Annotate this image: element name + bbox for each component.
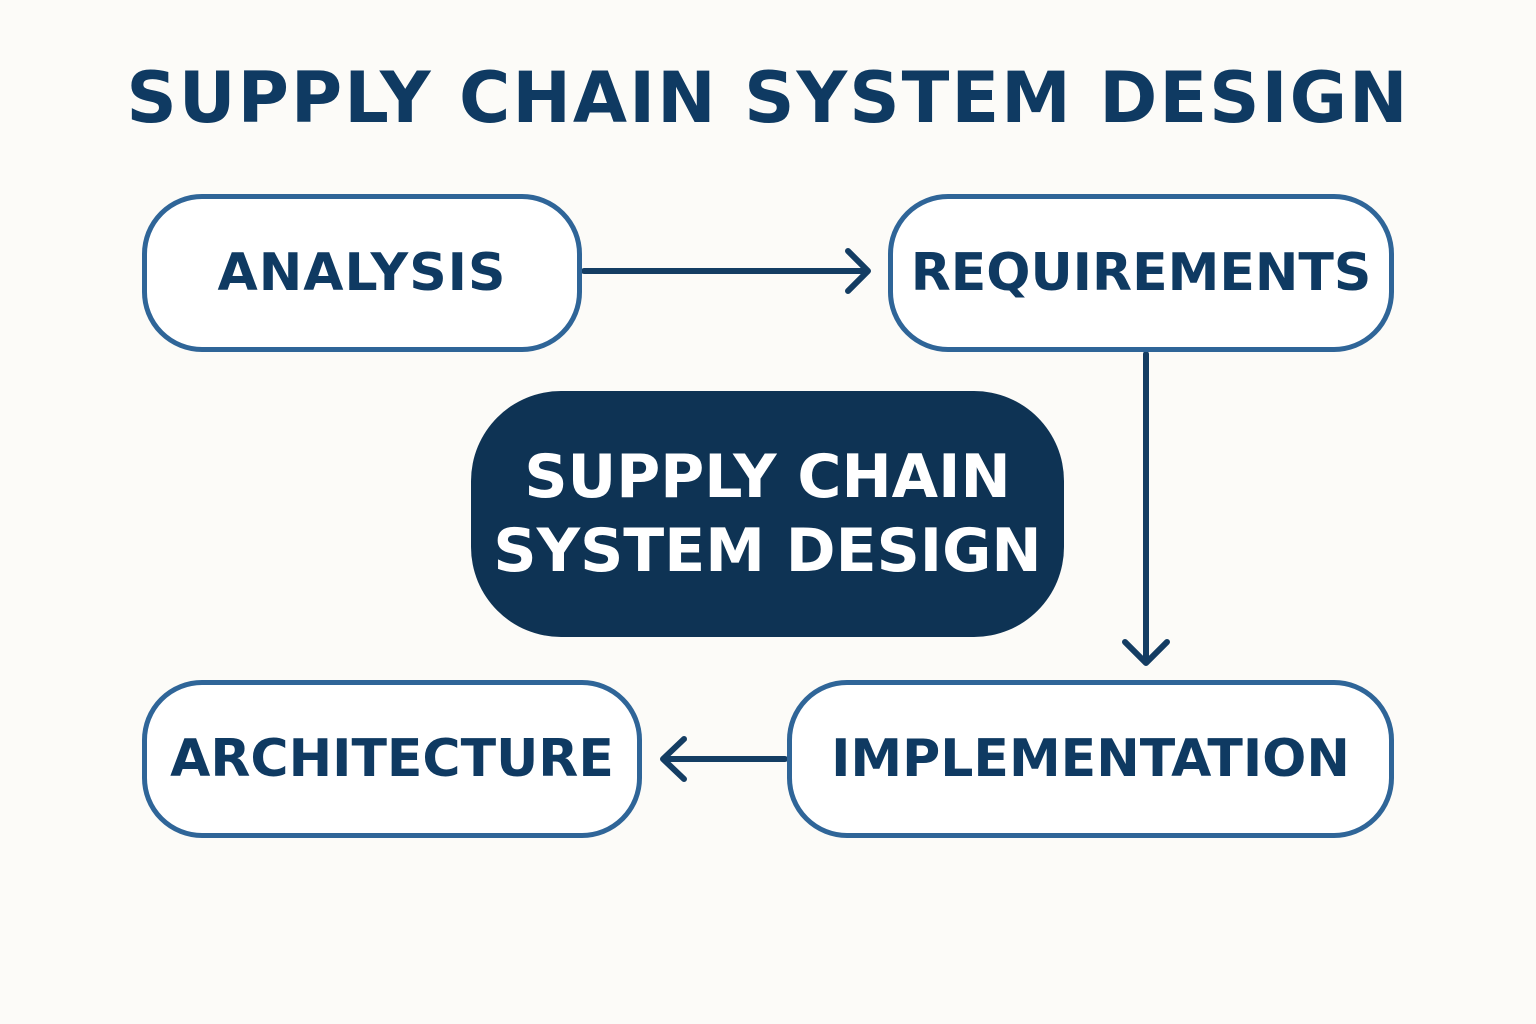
central-hub-line-2: SYSTEM DESIGN [493, 516, 1042, 586]
arrow-implementation-to-architecture [660, 736, 788, 782]
node-requirements: REQUIREMENTS [888, 194, 1394, 352]
node-analysis-label: ANALYSIS [217, 243, 507, 303]
node-implementation-label: IMPLEMENTATION [831, 729, 1350, 789]
central-hub-line-1: SUPPLY CHAIN [524, 442, 1011, 512]
central-hub: SUPPLY CHAIN SYSTEM DESIGN [471, 391, 1064, 637]
arrow-analysis-to-requirements [581, 248, 871, 294]
node-requirements-label: REQUIREMENTS [910, 243, 1372, 303]
node-analysis: ANALYSIS [142, 194, 582, 352]
node-architecture-label: ARCHITECTURE [170, 729, 614, 789]
node-architecture: ARCHITECTURE [142, 680, 642, 838]
arrow-requirements-to-implementation [1122, 351, 1170, 666]
diagram-title: SUPPLY CHAIN SYSTEM DESIGN [126, 57, 1410, 139]
node-implementation: IMPLEMENTATION [787, 680, 1394, 838]
